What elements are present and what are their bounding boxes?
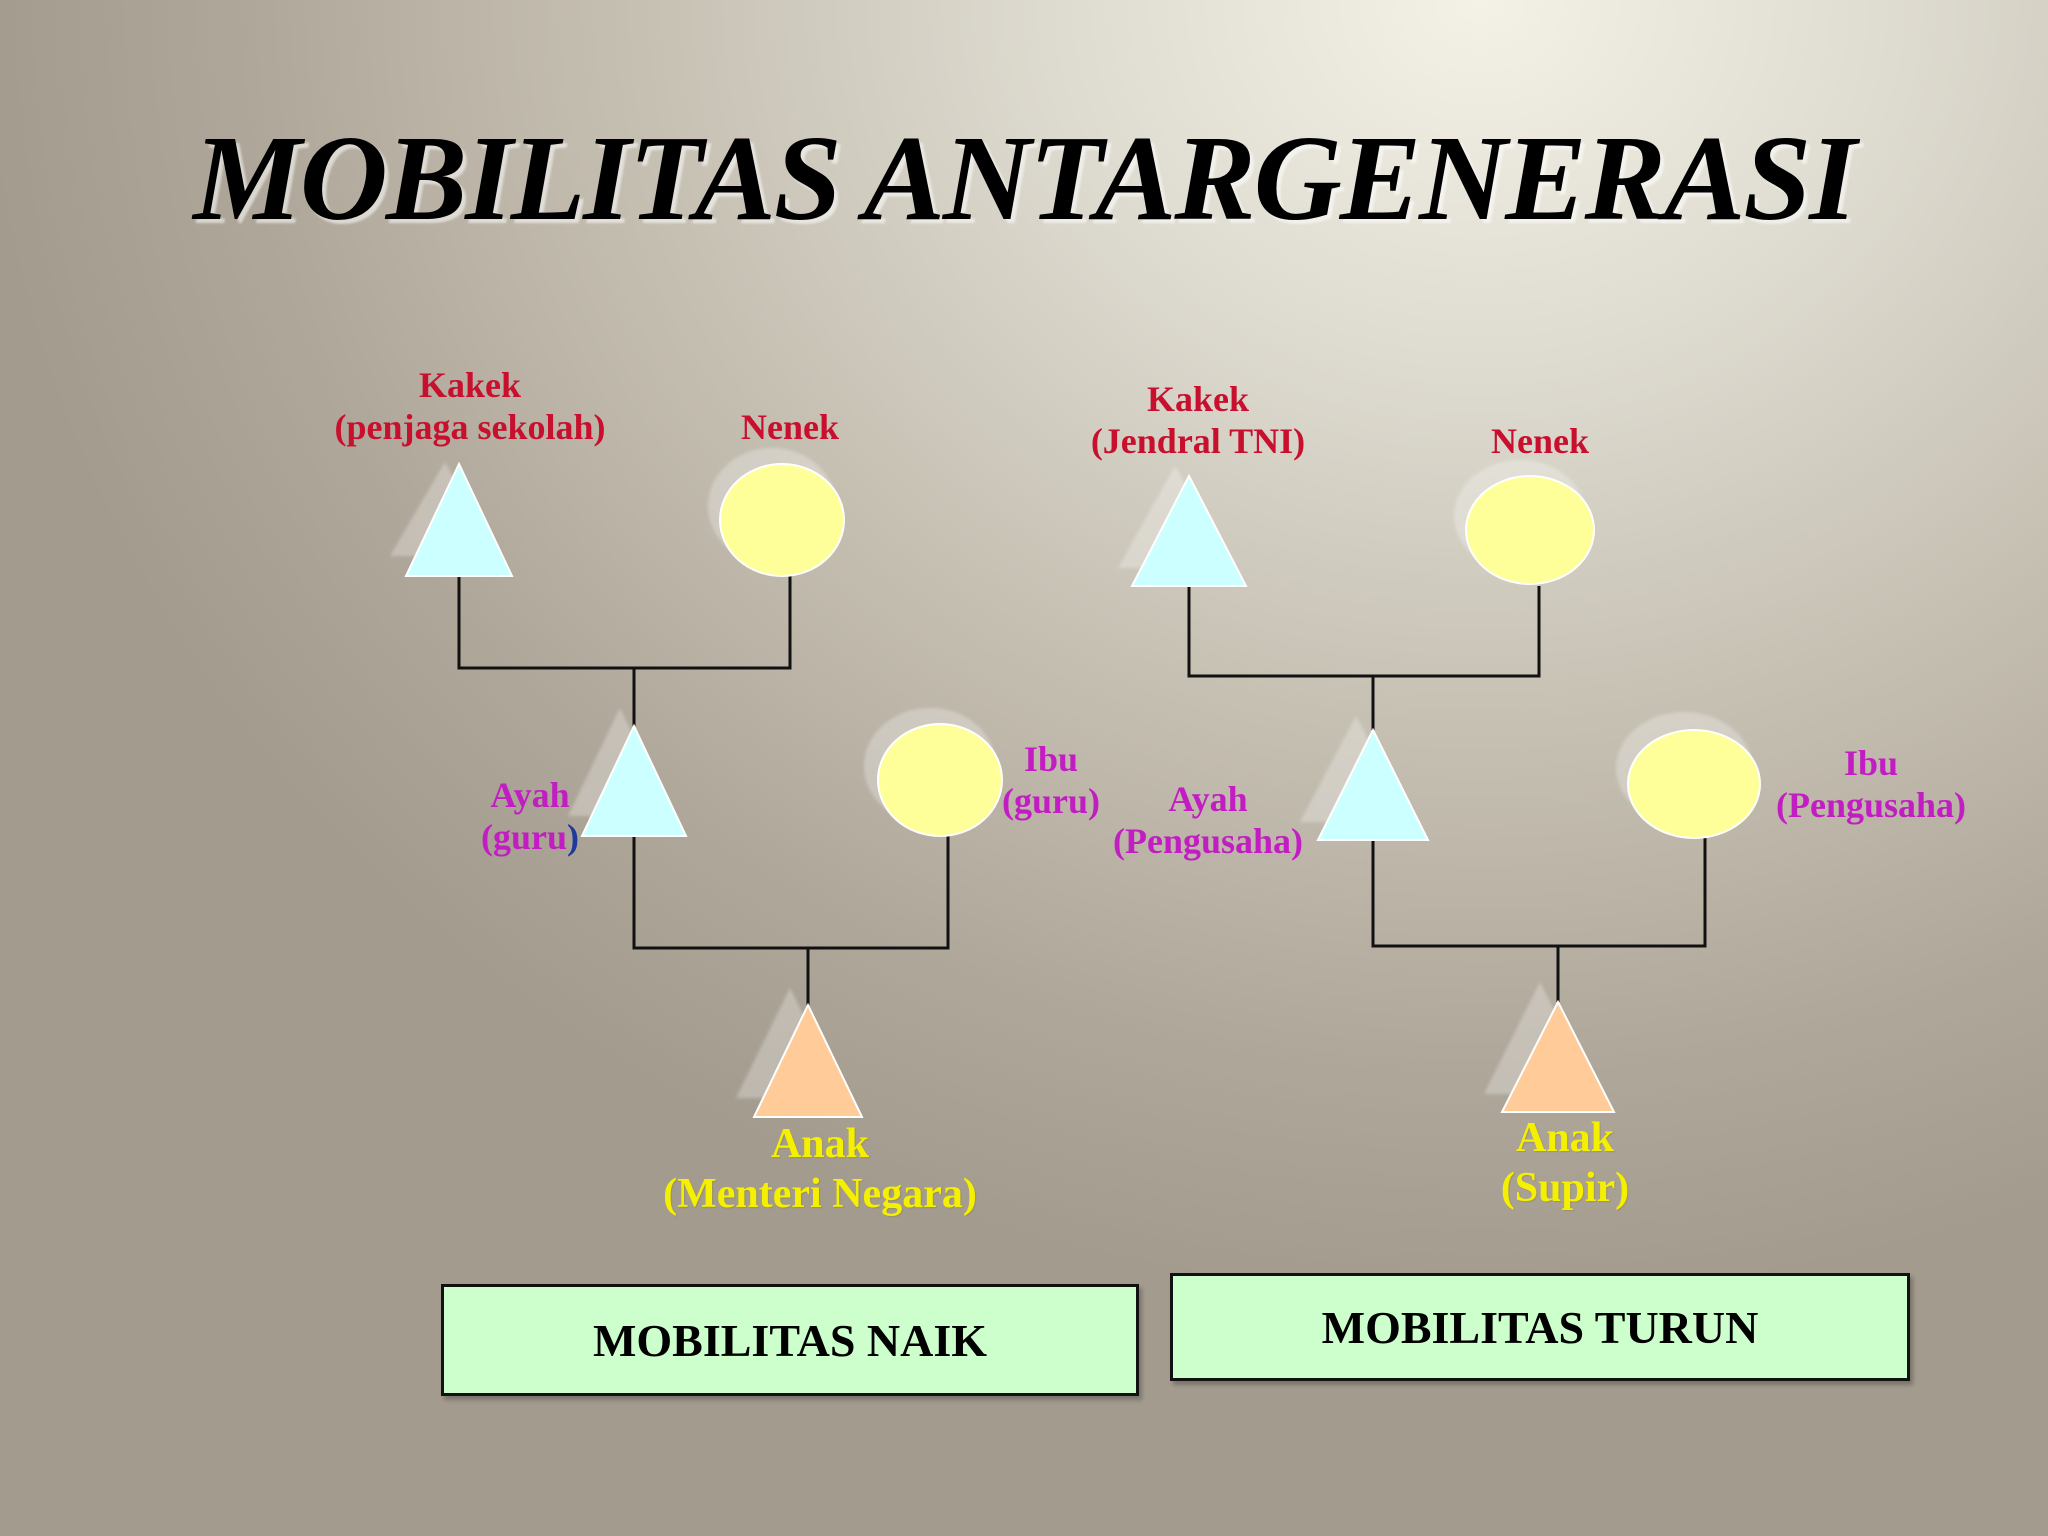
right-connectors xyxy=(1187,586,1707,1002)
left-ayah-symbol xyxy=(568,708,688,837)
mobilitas-naik-box: MOBILITAS NAIK xyxy=(441,1284,1139,1396)
left-anak-label: Anak (Menteri Negara) xyxy=(663,1121,977,1217)
left-parents-line xyxy=(632,834,950,950)
right-anak-symbol xyxy=(1484,982,1616,1113)
right-nenek-symbol xyxy=(1454,460,1595,585)
left-kakek-label: Kakek (penjaga sekolah) xyxy=(334,365,606,448)
left-nenek-label: Nenek xyxy=(741,407,839,447)
right-kakek-label: Kakek (Jendral TNI) xyxy=(1090,379,1306,462)
right-grandparents-line xyxy=(1187,586,1541,678)
left-ibu-label: Ibu (guru) xyxy=(1002,739,1100,822)
right-nenek-label: Nenek xyxy=(1491,421,1589,461)
right-parents-line xyxy=(1371,836,1707,948)
mobilitas-turun-box: MOBILITAS TURUN xyxy=(1170,1273,1910,1381)
left-tree xyxy=(390,448,1003,1118)
left-nenek-symbol xyxy=(708,448,845,577)
left-grandparents-line xyxy=(457,576,792,670)
left-ayah-label: Ayah (guru) xyxy=(480,775,579,858)
right-anak-label: Anak (Supir) xyxy=(1500,1115,1630,1211)
left-anak-symbol xyxy=(736,988,864,1118)
right-ayah-symbol xyxy=(1300,716,1430,841)
right-ayah-label: Ayah (Pengusaha) xyxy=(1112,779,1304,862)
right-kakek-symbol xyxy=(1118,466,1248,587)
left-ibu-symbol xyxy=(864,708,1003,837)
right-ibu-label: Ibu (Pengusaha) xyxy=(1775,743,1967,826)
left-kakek-symbol xyxy=(390,461,514,577)
right-ibu-symbol xyxy=(1616,712,1761,839)
right-tree xyxy=(1118,460,1761,1113)
slide-title: MOBILITAS ANTARGENERASI xyxy=(193,111,1856,246)
left-connectors xyxy=(457,576,950,1005)
